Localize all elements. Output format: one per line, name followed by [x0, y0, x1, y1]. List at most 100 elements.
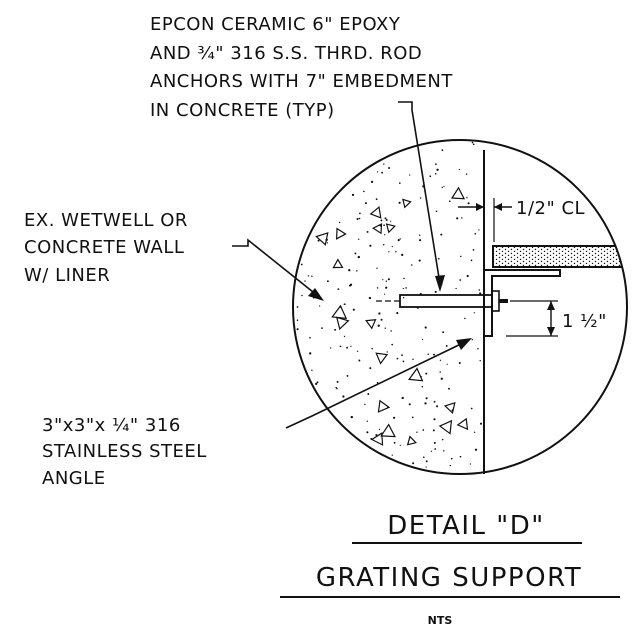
concrete-dot: [369, 367, 372, 370]
concrete-dot: [464, 317, 466, 320]
concrete-dot: [390, 220, 392, 222]
concrete-dot: [466, 274, 469, 278]
aggregate-triangle: [438, 419, 453, 435]
concrete-dot: [402, 287, 404, 290]
concrete-dot: [336, 380, 339, 383]
concrete-dot: [296, 328, 299, 331]
concrete-dot: [351, 193, 355, 197]
concrete-dot: [384, 217, 387, 220]
aggregate-triangle: [331, 304, 348, 320]
concrete-dot: [335, 386, 337, 389]
concrete-dot: [391, 245, 393, 248]
aggregate-triangle: [456, 417, 469, 431]
wall-leader: [232, 238, 324, 301]
concrete-dot: [309, 352, 312, 355]
clearance-label: 1/2" CL: [516, 198, 585, 219]
concrete-dot: [478, 229, 480, 231]
aggregate-triangle: [443, 401, 456, 415]
concrete-wall: [296, 141, 483, 468]
concrete-dot: [440, 377, 443, 380]
concrete-dot: [382, 243, 385, 246]
concrete-dot: [366, 230, 369, 233]
concrete-dot: [439, 359, 442, 361]
concrete-dot: [473, 312, 475, 314]
concrete-dot: [321, 327, 323, 329]
concrete-dot: [343, 303, 346, 306]
scale-note: NTS: [428, 614, 453, 627]
concrete-dot: [380, 318, 383, 321]
concrete-dot: [356, 350, 359, 352]
concrete-dot: [326, 242, 329, 244]
concrete-dot: [421, 338, 424, 341]
concrete-dot: [471, 339, 473, 341]
aggregate-triangle: [370, 432, 384, 446]
concrete-dot: [330, 347, 332, 349]
concrete-dot: [317, 239, 320, 242]
concrete-dot: [458, 361, 461, 365]
grating-support-title: GRATING SUPPORT: [316, 563, 582, 593]
concrete-dot: [350, 415, 353, 419]
concrete-dot: [424, 402, 427, 405]
concrete-dot: [377, 324, 380, 327]
concrete-stipple: [296, 141, 483, 468]
concrete-dot: [479, 360, 481, 362]
wall-callout: EX. WETWELL OR CONCRETE WALL W/ LINER: [24, 210, 194, 286]
concrete-dot: [470, 407, 473, 410]
detail-circle: [292, 139, 628, 475]
concrete-dot: [408, 403, 411, 406]
aggregate-triangle: [372, 222, 383, 235]
concrete-dot: [364, 202, 367, 205]
concrete-dot: [378, 312, 381, 315]
concrete-dot: [474, 232, 477, 235]
concrete-dot: [473, 431, 476, 433]
concrete-dot: [449, 464, 452, 467]
concrete-dot: [334, 328, 337, 331]
concrete-dot: [472, 249, 475, 251]
concrete-dot: [474, 448, 478, 451]
anchor-rod: [376, 290, 508, 312]
concrete-dot: [386, 351, 388, 353]
concrete-dot: [416, 431, 418, 433]
concrete-dot: [443, 450, 445, 452]
concrete-dot: [391, 343, 394, 346]
concrete-dot: [469, 463, 472, 465]
concrete-dot: [356, 270, 358, 272]
concrete-dot: [395, 251, 397, 253]
concrete-dot: [296, 319, 299, 321]
concrete-dot: [311, 275, 313, 278]
concrete-dot: [385, 286, 388, 289]
concrete-dot: [371, 347, 373, 350]
concrete-dot: [356, 217, 359, 220]
concrete-dot: [459, 279, 462, 281]
concrete-dot: [396, 357, 399, 360]
concrete-dot: [412, 358, 414, 361]
concrete-dot: [412, 462, 415, 465]
concrete-dot: [439, 371, 441, 373]
concrete-dot: [441, 438, 444, 441]
aggregate-triangle: [385, 223, 396, 234]
concrete-dot: [441, 186, 443, 189]
concrete-dot: [391, 454, 393, 456]
concrete-dot: [300, 263, 303, 266]
concrete-dot: [423, 456, 425, 458]
concrete-dot: [364, 403, 366, 406]
concrete-dot: [307, 275, 310, 277]
aggregate-triangle: [365, 319, 377, 330]
concrete-dot: [342, 395, 345, 398]
concrete-dot: [458, 168, 461, 171]
offset-dimension: [506, 300, 558, 337]
concrete-dot: [419, 197, 422, 199]
concrete-dot: [376, 381, 379, 384]
detail-title: DETAIL "D": [387, 511, 544, 541]
concrete-dot: [319, 305, 321, 307]
concrete-dot: [459, 455, 462, 458]
concrete-dot: [411, 264, 413, 266]
concrete-dot: [471, 141, 474, 144]
concrete-aggregate: [315, 186, 469, 446]
concrete-dot: [442, 331, 445, 334]
concrete-dot: [384, 234, 386, 236]
concrete-dot: [445, 344, 448, 347]
concrete-dot: [375, 198, 378, 201]
concrete-dot: [376, 267, 378, 269]
